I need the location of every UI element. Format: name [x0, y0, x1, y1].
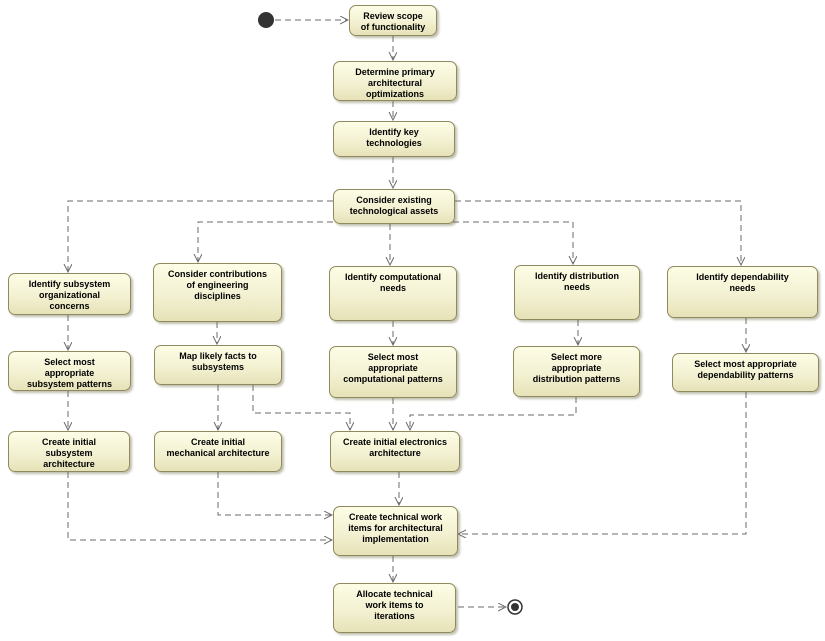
- action-create-mechanical-architecture[interactable]: Create initial mechanical architecture: [154, 431, 282, 472]
- flow-subsystem-arch-to-work-items: [67, 472, 332, 540]
- flow-assets-to-disciplines: [198, 221, 393, 262]
- flow-select-distribution-to-electronics: [410, 397, 577, 430]
- action-consider-assets[interactable]: Consider existing technological assets: [333, 189, 455, 224]
- action-select-computational-patterns[interactable]: Select most appropriate computational pa…: [329, 346, 457, 398]
- action-create-subsystem-architecture[interactable]: Create initial subsystem architecture: [8, 431, 130, 472]
- flow-assets-to-subsystem: [68, 200, 333, 272]
- action-determine-optimizations[interactable]: Determine primary architectural optimiza…: [333, 61, 457, 101]
- flow-assets-to-dependability: [455, 200, 741, 265]
- action-identify-subsystem-concerns[interactable]: Identify subsystem organizational concer…: [8, 273, 131, 315]
- action-consider-disciplines[interactable]: Consider contributions of engineering di…: [153, 263, 282, 322]
- action-identify-dependability[interactable]: Identify dependability needs: [667, 266, 818, 318]
- initial-node: [258, 12, 274, 28]
- action-identify-computational[interactable]: Identify computational needs: [329, 266, 457, 321]
- action-allocate-work-items[interactable]: Allocate technical work items to iterati…: [333, 583, 456, 633]
- flow-mechanical-to-work-items: [217, 472, 332, 515]
- action-review-scope[interactable]: Review scope of functionality: [349, 5, 437, 36]
- action-identify-distribution[interactable]: Identify distribution needs: [514, 265, 640, 320]
- action-select-subsystem-patterns[interactable]: Select most appropriate subsystem patter…: [8, 351, 131, 391]
- action-select-distribution-patterns[interactable]: Select more appropriate distribution pat…: [513, 346, 640, 397]
- action-select-dependability-patterns[interactable]: Select most appropriate dependability pa…: [672, 353, 819, 392]
- flow-dependability-to-work-items: [458, 392, 747, 534]
- final-node: [507, 599, 523, 615]
- action-map-facts[interactable]: Map likely facts to subsystems: [154, 345, 282, 385]
- action-identify-technologies[interactable]: Identify key technologies: [333, 121, 455, 157]
- flow-map-to-electronics: [252, 385, 350, 430]
- action-create-electronics-architecture[interactable]: Create initial electronics architecture: [330, 431, 460, 472]
- action-create-work-items[interactable]: Create technical work items for architec…: [333, 506, 458, 556]
- control-flows: [68, 20, 746, 607]
- flow-assets-to-distribution: [393, 221, 573, 264]
